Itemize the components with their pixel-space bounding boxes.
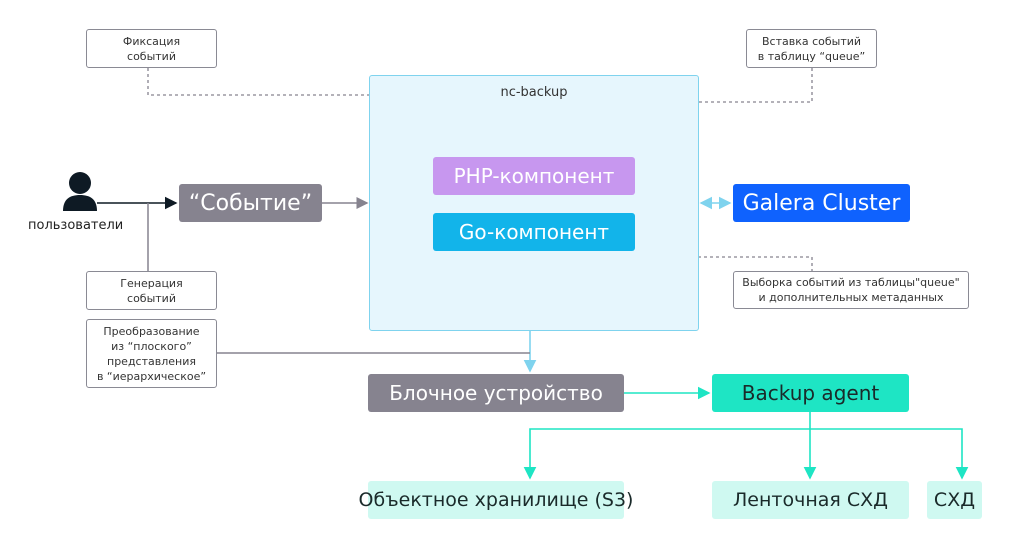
note-select: Выборка событий из таблицы"queue" и допо… <box>733 271 969 309</box>
php-component[interactable]: PHP-компонент <box>433 157 635 195</box>
note-line: событий <box>127 49 176 63</box>
storage-sxd[interactable]: СХД <box>927 481 982 519</box>
fixation-note-connector <box>147 68 402 176</box>
note-line: и дополнительных метаданных <box>758 291 944 304</box>
users-label: пользователи <box>28 218 124 233</box>
note-line: Преобразование <box>103 324 200 338</box>
note-line: в таблицу “queue” <box>757 49 866 63</box>
note-fixation: Фиксация событий <box>86 29 217 68</box>
agent-to-s3-arrow <box>523 428 810 480</box>
galera-cluster[interactable]: Galera Cluster <box>733 184 910 222</box>
nc-backup-container: nc-backup <box>369 75 699 331</box>
note-line: из “плоского” <box>111 339 192 353</box>
note-line: Выборка событий из таблицы"queue" <box>742 276 960 289</box>
event-box[interactable]: “Событие” <box>179 184 322 222</box>
note-line: в “иерархическое” <box>96 369 207 383</box>
backup-agent[interactable]: Backup agent <box>712 374 909 412</box>
user-icon <box>63 172 97 211</box>
note-line: событий <box>127 291 176 305</box>
storage-tape[interactable]: Ленточная СХД <box>712 481 909 519</box>
agent-to-sxd-arrow <box>810 428 969 480</box>
note-line: Генерация <box>120 276 183 290</box>
block-device[interactable]: Блочное устройство <box>368 374 624 412</box>
note-line: представления <box>107 354 196 368</box>
go-component[interactable]: Go-компонент <box>433 213 635 251</box>
note-generation: Генерация событий <box>86 271 217 310</box>
note-transform: Преобразование из “плоского” представлен… <box>86 319 217 388</box>
note-line: Фиксация <box>122 34 181 48</box>
note-line: Вставка событий <box>761 34 862 48</box>
container-title: nc-backup <box>500 85 568 100</box>
note-insert: Вставка событий в таблицу “queue” <box>746 29 877 68</box>
storage-s3[interactable]: Объектное хранилище (S3) <box>359 481 633 519</box>
